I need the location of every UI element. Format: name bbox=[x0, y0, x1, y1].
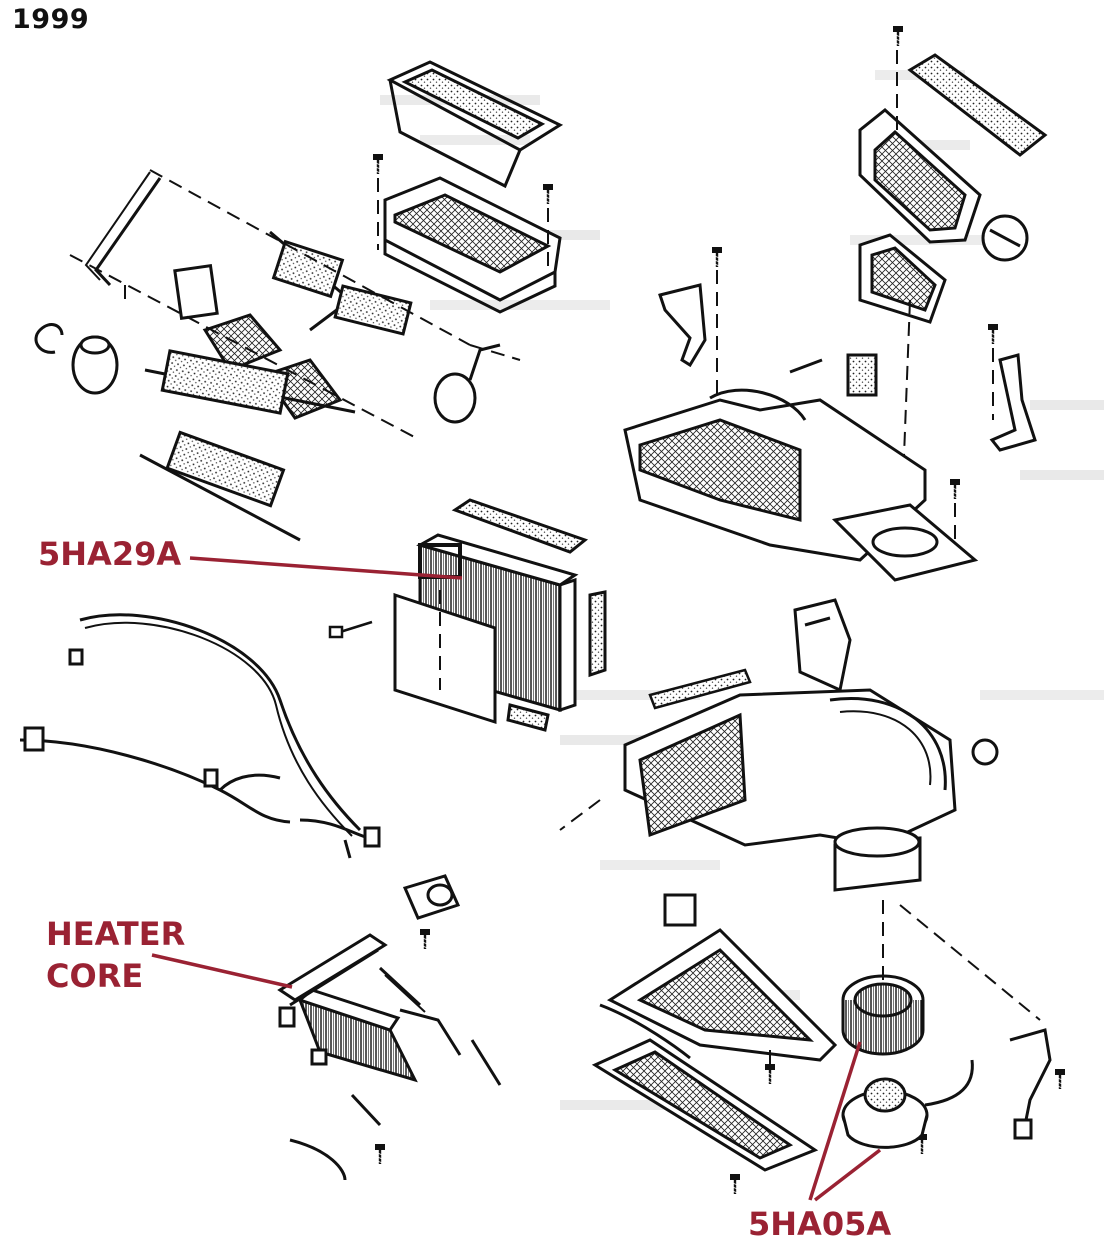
heater-valve bbox=[402, 874, 461, 920]
fastener-icon bbox=[891, 24, 905, 48]
mode-door-shaft bbox=[139, 349, 356, 542]
vacuum-actuator-left bbox=[34, 323, 119, 395]
mount-brackets bbox=[658, 283, 1037, 452]
evaporator-case bbox=[623, 353, 979, 582]
fastener-icon bbox=[948, 477, 962, 501]
seal-strip bbox=[648, 668, 752, 710]
diagram-year: 1999 bbox=[12, 4, 90, 35]
vacuum-actuator-right bbox=[433, 343, 501, 424]
fastener-icon bbox=[1053, 1067, 1067, 1091]
callout-leaders bbox=[151, 556, 882, 1202]
evaporator-core bbox=[393, 498, 607, 732]
wiring-harness bbox=[19, 613, 381, 859]
fastener-icon bbox=[373, 1142, 387, 1166]
lower-trays bbox=[591, 893, 838, 1172]
blower-motor bbox=[841, 1028, 1052, 1149]
defrost-door-links bbox=[84, 171, 413, 420]
fastener-icon bbox=[418, 927, 432, 951]
recirc-air-inlet bbox=[858, 53, 1048, 324]
heater-core-label-line2: CORE bbox=[46, 957, 144, 995]
blend-door bbox=[793, 598, 852, 693]
fastener-icon bbox=[371, 152, 385, 176]
blower-wheel bbox=[841, 974, 925, 1056]
heater-clips bbox=[289, 966, 502, 1181]
heater-core-label-line1: HEATER bbox=[46, 915, 186, 953]
heater-core-assembly bbox=[277, 933, 418, 1083]
blower-part-label: 5HA05A bbox=[748, 1205, 892, 1243]
fastener-icon bbox=[986, 322, 1000, 346]
fastener-icon bbox=[541, 182, 555, 206]
evaporator-part-label: 5HA29A bbox=[38, 535, 182, 573]
fastener-icon bbox=[763, 1062, 777, 1086]
upper-outlet-housing bbox=[383, 176, 562, 314]
defroster-outlet-frame bbox=[386, 60, 564, 189]
evaporator-screw bbox=[328, 620, 373, 639]
fastener-icon bbox=[710, 245, 724, 269]
blower-housing bbox=[623, 688, 999, 892]
fastener-icon bbox=[728, 1172, 742, 1196]
